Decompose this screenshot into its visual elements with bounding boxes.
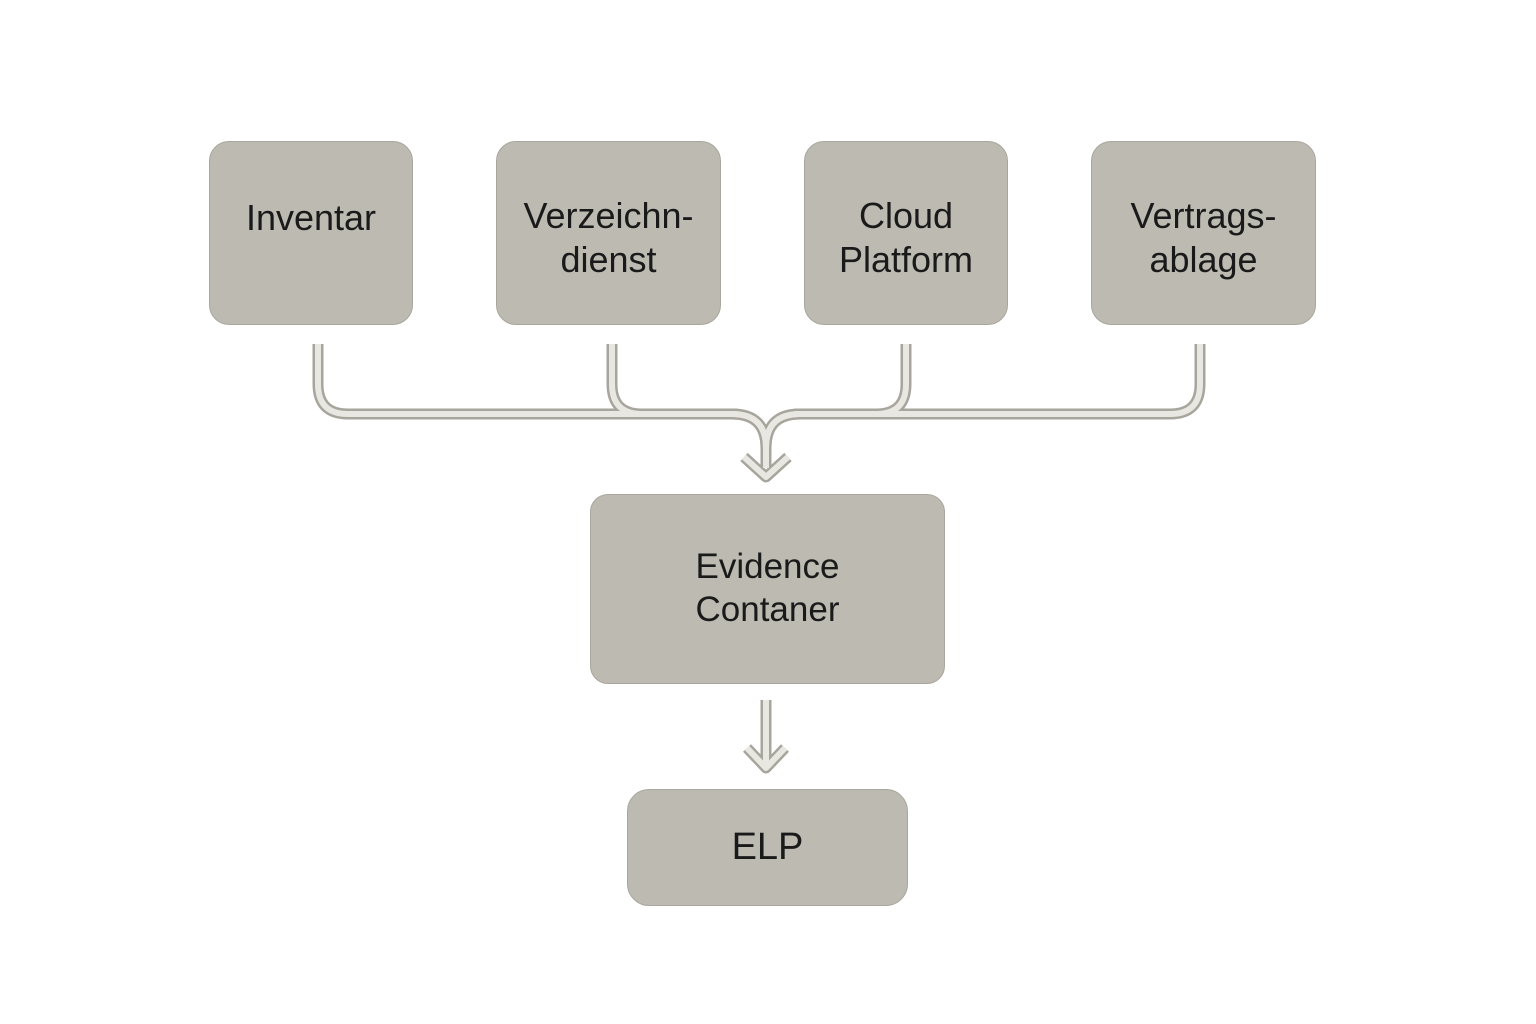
node-cloud-platform: Cloud Platform [804, 141, 1008, 325]
node-elp: ELP [627, 789, 908, 906]
node-inventar: Inventar [209, 141, 413, 325]
node-verzeichnisdienst-label-line-2: dienst [560, 238, 657, 280]
node-inventar-label: Inventar [245, 197, 377, 238]
node-verzeichnisdienst: Verzeichn- dienst [496, 141, 721, 325]
node-elp-label: ELP [731, 826, 804, 869]
node-evidence-label-line-2: Contaner [695, 590, 840, 629]
connector-inventar [312, 344, 772, 468]
connector-verzeichnisdienst [606, 344, 772, 468]
connector-vertrag [760, 344, 1206, 468]
node-evidence-label-line-1: Evidence [695, 547, 840, 587]
node-vertrag-label-line-2: ablage [1149, 238, 1258, 280]
node-vertrag-label-line-1: Vertrags- [1130, 195, 1277, 236]
connector-cloud [760, 344, 912, 468]
node-evidence-container: Evidence Contaner [590, 494, 945, 684]
node-vertragsablage: Vertrags- ablage [1091, 141, 1316, 325]
node-cloud-label-line-2: Platform [838, 238, 974, 280]
node-verzeichnisdienst-label-line-1: Verzeichn- [523, 195, 694, 236]
node-cloud-label-line-1: Cloud [858, 195, 954, 236]
